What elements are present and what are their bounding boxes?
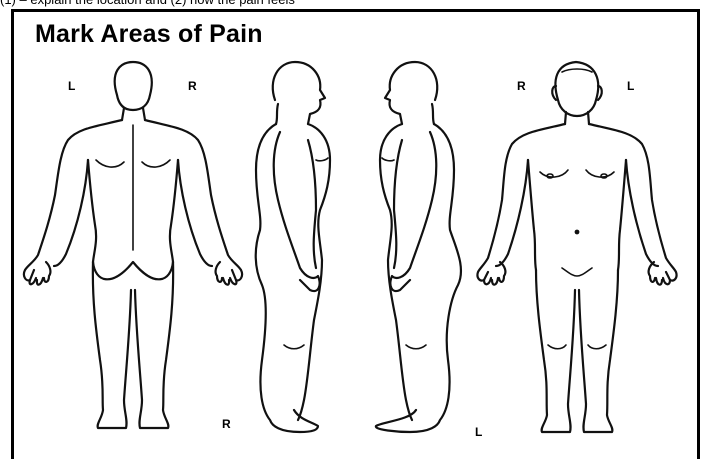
body-front-view[interactable] bbox=[477, 62, 676, 432]
body-right-side-view[interactable] bbox=[256, 62, 330, 432]
body-back-view[interactable] bbox=[24, 62, 242, 428]
body-left-side-view[interactable] bbox=[376, 62, 461, 432]
